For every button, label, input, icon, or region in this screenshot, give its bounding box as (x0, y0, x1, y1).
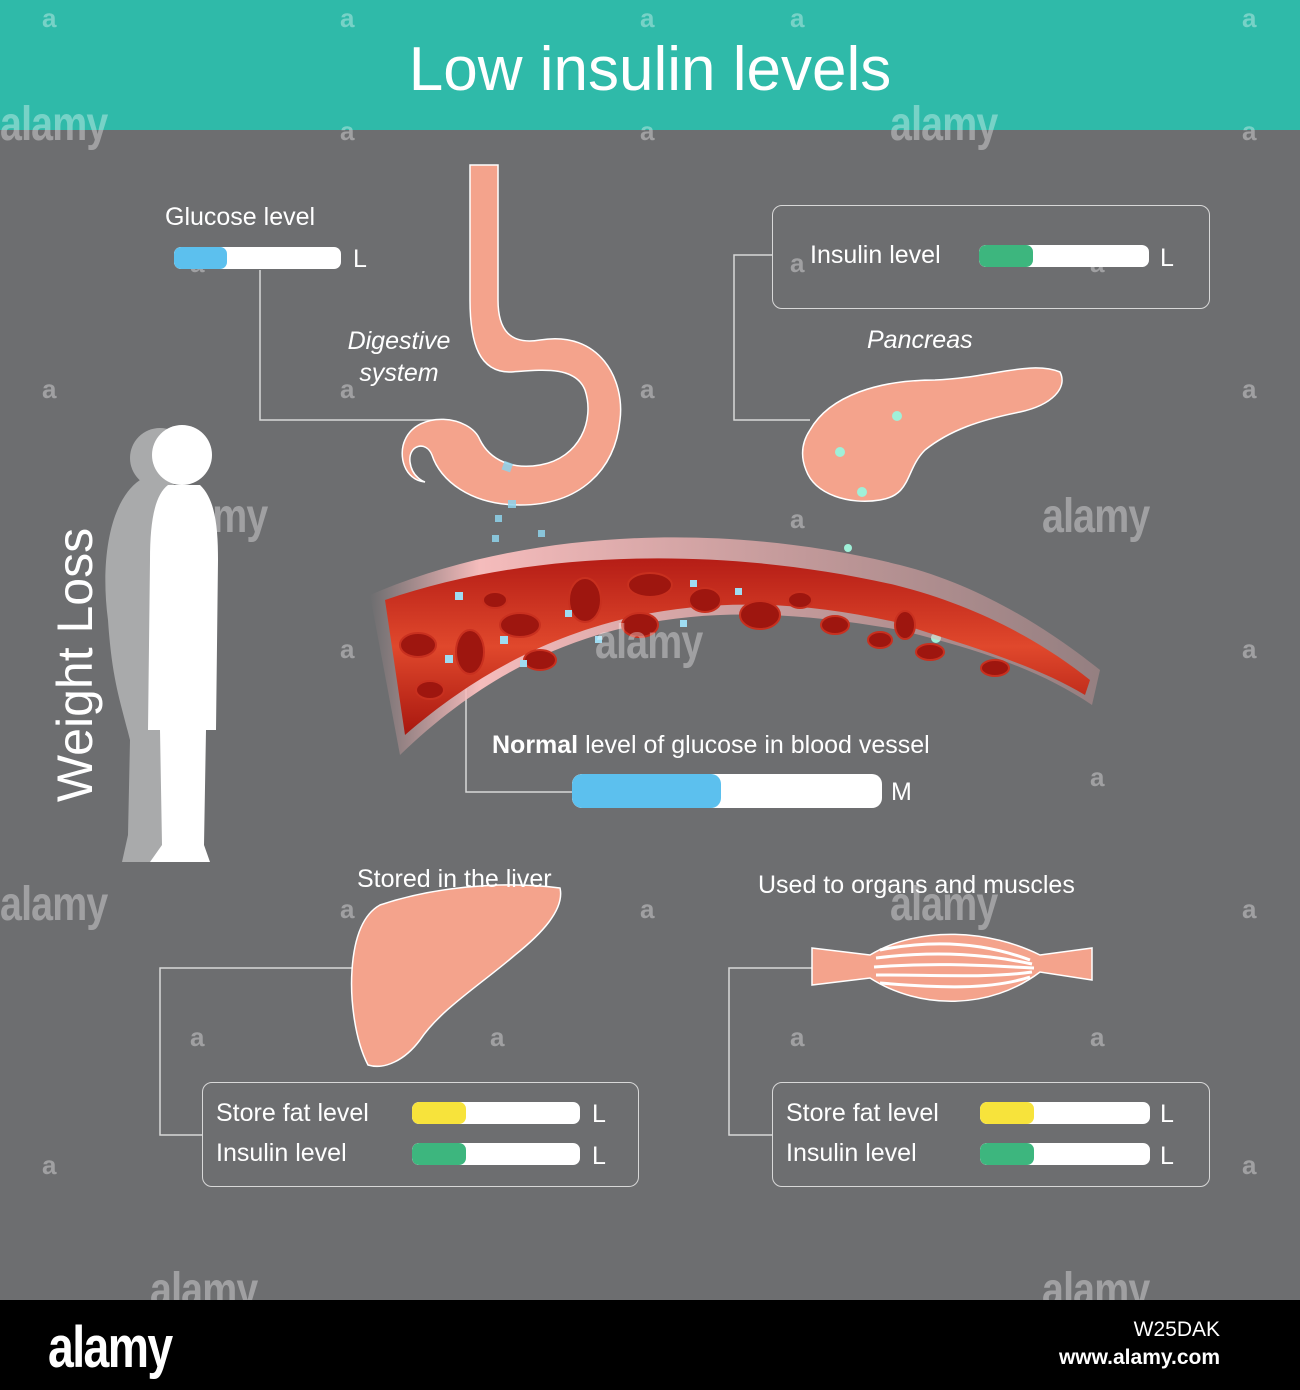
connector-lines (159, 254, 812, 1136)
weight-loss-label-wrap: Weight Loss (30, 520, 120, 810)
muscle-fat-label: Store fat level (786, 1099, 939, 1127)
watermark-logo: alamy (890, 98, 998, 151)
watermark-mark: a (42, 3, 57, 33)
watermark-mark: a (340, 3, 355, 33)
watermark-mark: a (340, 894, 355, 924)
muscle-insulin-fill (980, 1143, 1035, 1165)
liver-fat-bar (412, 1102, 580, 1124)
watermark-mark: a (790, 3, 805, 33)
pancreas-insulin-fill (979, 245, 1034, 267)
illustration (105, 164, 1100, 1136)
pancreas-insulin-unit: L (1160, 244, 1174, 272)
muscle-fat-unit: L (1160, 1100, 1174, 1128)
watermark-mark: a (1242, 1150, 1257, 1180)
watermark-mark: a (340, 116, 355, 146)
watermark-mark: a (42, 1150, 57, 1180)
watermark-mark: a (790, 1022, 805, 1052)
stomach-shape (401, 164, 622, 506)
watermark-mark: a (1090, 762, 1105, 792)
liver-shape (350, 884, 562, 1067)
person-silhouette (105, 425, 218, 862)
title-banner (0, 0, 1300, 130)
pancreas-shape (801, 367, 1063, 502)
watermark-mark: a (1090, 1022, 1105, 1052)
glucose-level-label: Glucose level (165, 203, 316, 231)
pancreas-insulin-bar (979, 245, 1149, 267)
watermark-mark: a (190, 1022, 205, 1052)
watermark-mark: a (190, 762, 205, 792)
muscle-shape (811, 933, 1093, 1002)
watermark-mark: a (340, 374, 355, 404)
watermark-mark: a (1242, 634, 1257, 664)
footer-image-id: W25DAK (1133, 1318, 1220, 1341)
watermark-logo: alamy (890, 878, 998, 931)
footer-logo: alamy (48, 1315, 173, 1380)
glucose-level-fill (174, 247, 228, 269)
watermark-mark: a (490, 1022, 505, 1052)
watermark-logo: alamy (595, 616, 703, 669)
liver-insulin-label: Insulin level (216, 1139, 347, 1167)
watermark-mark: a (1242, 894, 1257, 924)
watermark-logo: alamy (1042, 490, 1150, 543)
pancreas-insulin-box (772, 205, 1210, 309)
watermark-mark: a (640, 894, 655, 924)
liver-insulin-unit: L (592, 1142, 606, 1170)
digestive-system-label: Digestive system (347, 327, 451, 387)
watermark-logo: alamy (160, 490, 268, 543)
muscle-insulin-unit: L (1160, 1142, 1174, 1170)
glucose-particles (492, 460, 545, 542)
muscle-levels-box (772, 1082, 1210, 1187)
footer-url: www.alamy.com (1058, 1346, 1220, 1369)
muscle-heading: Used to organs and muscles (758, 871, 1075, 899)
pancreas-label: Pancreas (867, 326, 973, 354)
page-title: Low insulin levels (408, 35, 892, 104)
muscle-fat-fill (980, 1102, 1035, 1124)
glucose-level-bar (174, 247, 341, 269)
watermark-mark: a (790, 248, 805, 278)
liver-fat-unit: L (592, 1100, 606, 1128)
watermark-mark: a (1242, 116, 1257, 146)
blood-glucose-label: Normal level of glucose in blood vessel (492, 730, 930, 760)
blood-vessel (370, 537, 1100, 755)
glucose-level-unit: L (353, 245, 367, 273)
blood-glucose-label-bold: Normal (492, 731, 579, 759)
watermark-mark: a (640, 116, 655, 146)
liver-fat-label: Store fat level (216, 1099, 369, 1127)
watermark-mark: a (790, 504, 805, 534)
liver-insulin-fill (412, 1143, 466, 1165)
weight-loss-label: Weight Loss (47, 527, 103, 803)
blood-glucose-unit: M (891, 778, 912, 806)
watermark-logo: alamy (0, 98, 108, 151)
blood-glucose-label-rest: level of glucose in blood vessel (578, 731, 930, 759)
watermark-mark: a (1242, 374, 1257, 404)
liver-heading: Stored in the liver (357, 865, 552, 893)
watermark-mark: a (1242, 3, 1257, 33)
liver-levels-box (202, 1082, 639, 1187)
blood-glucose-fill (572, 774, 721, 808)
blood-glucose-bar (572, 774, 882, 808)
pancreas-insulin-label: Insulin level (810, 241, 941, 269)
muscle-fat-bar (980, 1102, 1150, 1124)
muscle-insulin-label: Insulin level (786, 1139, 917, 1167)
watermark-logo: alamy (0, 878, 108, 931)
watermark-mark: a (640, 374, 655, 404)
muscle-insulin-bar (980, 1143, 1150, 1165)
footer-bar: alamy W25DAK www.alamy.com (0, 1300, 1300, 1390)
watermark-mark: a (340, 634, 355, 664)
liver-insulin-bar (412, 1143, 580, 1165)
watermark-mark: a (640, 3, 655, 33)
liver-fat-fill (412, 1102, 466, 1124)
watermark-mark: a (42, 374, 57, 404)
